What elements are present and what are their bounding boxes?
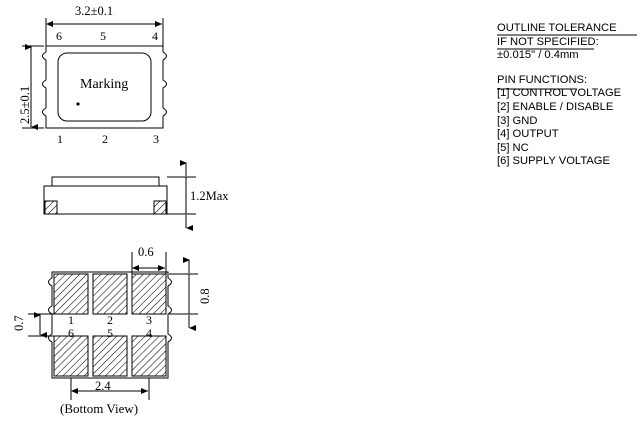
top-view-pin-ticks: [45, 40, 164, 46]
pin-function-4: [4] OUTPUT: [497, 128, 559, 141]
top-view-pin-4-label: 4: [152, 29, 158, 43]
bottom-view-pitch-dimension: [70, 378, 150, 400]
bottom-view-pad-gap-dimension-label: 0.7: [12, 315, 26, 331]
pin-function-6: [6] SUPPLY VOLTAGE: [497, 155, 610, 168]
top-view-pin-3-label: 3: [153, 132, 159, 146]
pin-function-3: [3] GND: [497, 114, 538, 127]
bottom-view-pad-gap-dimension: [28, 312, 56, 338]
top-view-pin-2-label: 2: [102, 132, 108, 146]
notes-panel: OUTLINE TOLERANCE IF NOT SPECIFIED: ±0.0…: [497, 22, 641, 169]
bottom-view-pad-width-dimension-label: 0.6: [138, 245, 154, 259]
bottom-view-pad-3-label: 3: [146, 313, 152, 327]
top-view-marking-label: Marking: [80, 77, 129, 92]
bottom-view-pad-5-label: 5: [107, 326, 113, 340]
bottom-view-pad-1-label: 1: [68, 313, 74, 327]
pin-function-5: [5] NC: [497, 141, 529, 154]
bottom-view-pad-height-dimension: [169, 257, 198, 331]
top-view-width-dimension: [45, 18, 164, 44]
side-view-geometry: [43, 176, 168, 215]
top-view-width-dimension-label: 3.2±0.1: [75, 4, 114, 18]
notes-underlines: [497, 34, 637, 90]
pin-function-1: [1] CONTROL VOLTAGE: [497, 87, 622, 100]
top-view-pin-1-label: 1: [57, 132, 63, 146]
bottom-view-pitch-dimension-label: 2.4: [95, 379, 111, 393]
bottom-view-pad-4-label: 4: [146, 326, 152, 340]
tolerance-heading-line-2: IF NOT SPECIFIED:: [497, 35, 599, 48]
top-view-height-dimension-label: 2.5±0.1: [18, 85, 32, 124]
bottom-view-geometry: [48, 271, 172, 379]
side-view-height-dimension-label: 1.2Max: [190, 189, 229, 203]
pin-function-2: [2] ENABLE / DISABLE: [497, 100, 614, 113]
top-view-geometry: [42, 45, 167, 129]
bottom-view-pad-2-label: 2: [107, 313, 113, 327]
bottom-view-pad-6-label: 6: [68, 326, 74, 340]
notes-spacer: [497, 63, 641, 74]
top-view-pin-6-label: 6: [56, 29, 62, 43]
side-view-height-dimension: [167, 160, 196, 231]
bottom-view-caption: (Bottom View): [60, 401, 139, 416]
bottom-view-pad-width-dimension: [131, 252, 167, 274]
tolerance-heading-line-1: OUTLINE TOLERANCE: [497, 22, 617, 34]
top-view-pin-5-label: 5: [100, 29, 106, 43]
bottom-view-pad-height-dimension-label: 0.8: [198, 288, 212, 304]
pin-functions-heading: PIN FUNCTIONS:: [497, 73, 588, 86]
top-view-height-dimension: [22, 44, 44, 130]
tolerance-value: ±0.015" / 0.4mm: [497, 49, 579, 62]
